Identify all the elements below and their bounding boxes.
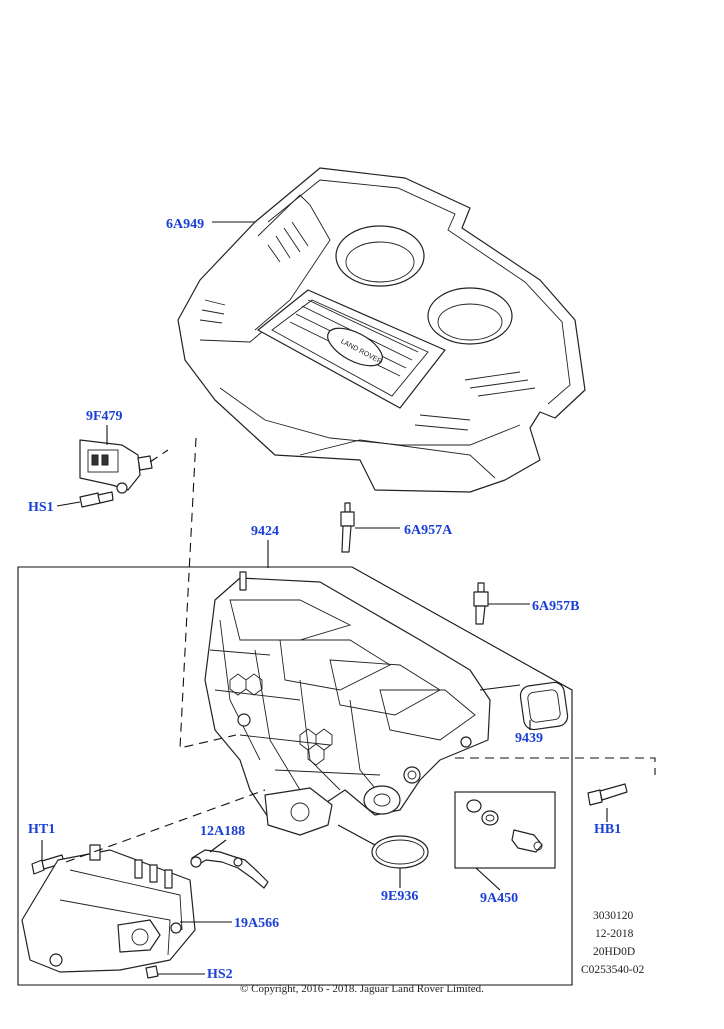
leader-9439: [479, 684, 531, 730]
leader-hs1: [56, 501, 81, 507]
copyright-notice: © Copyright, 2016 - 2018. Jaguar Land Ro…: [240, 983, 484, 995]
dashed-line-ht1: [65, 789, 266, 863]
callout-19a566: 19A566: [234, 916, 280, 931]
bolt-hs2: [145, 965, 159, 979]
callout-12a188: 12A188: [200, 824, 246, 839]
bolt-hs1: [79, 491, 114, 508]
drawing-date: 12-2018: [595, 928, 634, 940]
callout-9f479: 9F479: [86, 409, 123, 424]
bolt-ht1: [31, 854, 65, 875]
callout-6a949: 6A949: [166, 217, 205, 232]
engine-cover: LAND ROVER: [177, 167, 586, 493]
gasket-9439: [519, 681, 569, 731]
callout-9439: 9439: [515, 731, 543, 746]
assembly-frame: [17, 566, 573, 986]
drawing-reference: C0253540-02: [581, 964, 645, 976]
drawing-number: 3030120: [593, 910, 634, 922]
valve-kit-parts: [466, 799, 543, 853]
stud-6a957b: [473, 582, 489, 625]
tube-12a188: [190, 849, 269, 889]
leader-9a450: [475, 867, 501, 891]
egr-cooler: [21, 844, 196, 973]
stud-6a957a: [340, 502, 355, 553]
callout-hb1: HB1: [594, 822, 622, 837]
callout-6a957b: 6A957B: [532, 599, 580, 614]
intake-manifold: [204, 571, 491, 836]
map-sensor: [79, 439, 153, 494]
callout-9e936: 9E936: [381, 889, 419, 904]
valve-kit-frame: [454, 791, 556, 869]
callout-hs2: HS2: [207, 967, 233, 982]
callout-9a450: 9A450: [480, 891, 519, 906]
leader-12a188: [209, 839, 227, 853]
bolt-hb1: [587, 783, 628, 806]
leader-9e936: [337, 824, 401, 888]
dashed-line-sensor-port: [149, 449, 169, 463]
callout-9424: 9424: [251, 524, 279, 539]
callout-ht1: HT1: [28, 822, 56, 837]
dashed-line-hb1: [455, 757, 656, 775]
callout-6a957a: 6A957A: [404, 523, 453, 538]
o-ring-9e936: [371, 835, 429, 869]
drawing-model-code: 20HD0D: [593, 946, 636, 958]
callout-hs1: HS1: [28, 500, 54, 515]
dashed-line-sensor: [179, 437, 237, 749]
